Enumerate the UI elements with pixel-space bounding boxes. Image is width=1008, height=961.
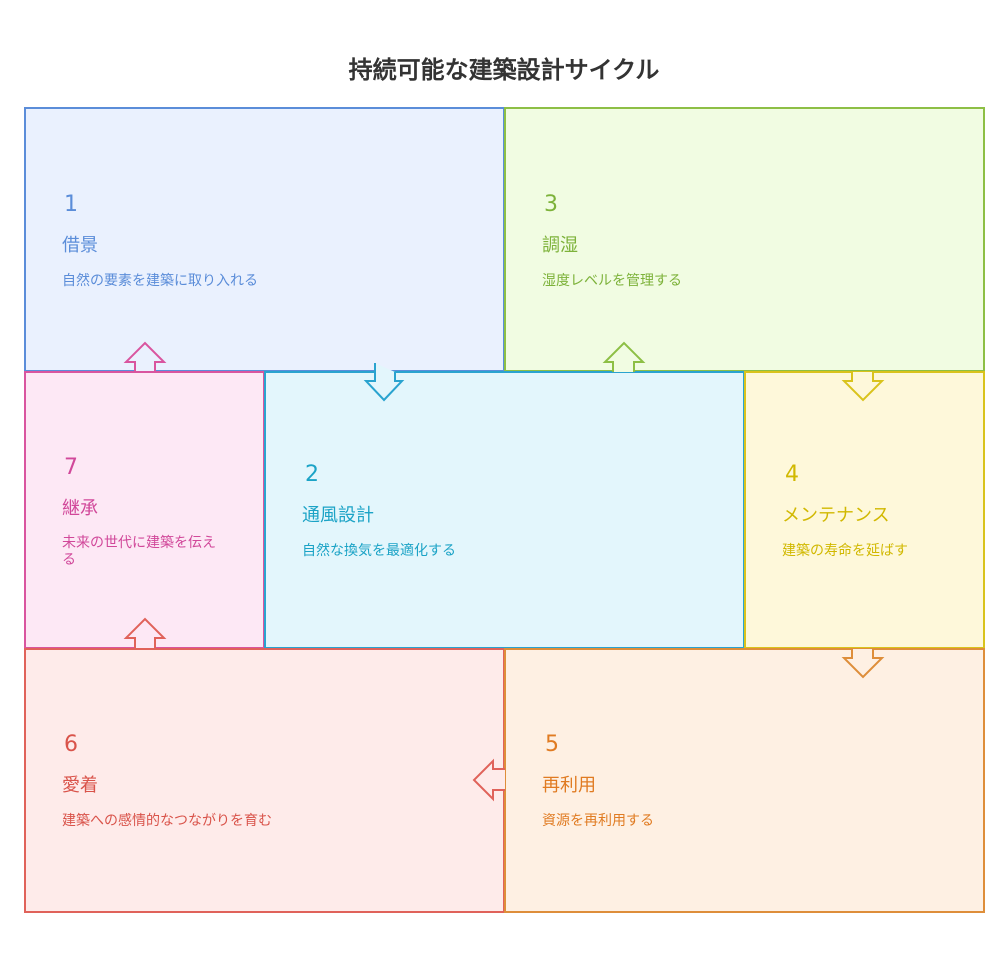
step-7-heading: 継承 [62,498,98,519]
step-5-number: 5 [545,732,559,757]
diagram-title: 持続可能な建築設計サイクル [348,56,660,84]
step-4-heading: メンテナンス [782,505,890,526]
step-2-number: 2 [305,462,319,487]
step-1-box [24,107,505,372]
step-5-box [504,648,985,913]
step-4-box [744,371,985,649]
step-6-description: 建築への感情的なつながりを育む [62,813,272,829]
step-4-description: 建築の寿命を延ばす [782,543,908,559]
step-3-heading: 調湿 [542,235,578,256]
step-3-number: 3 [544,192,558,217]
step-1-description: 自然の要素を建築に取り入れる [62,273,258,289]
step-6-heading: 愛着 [62,775,98,796]
step-7-box [24,371,265,649]
step-7-number: 7 [64,455,78,480]
step-2-heading: 通風設計 [302,505,374,526]
step-4-number: 4 [785,462,799,487]
step-3-box [504,107,985,372]
step-6-number: 6 [64,732,78,757]
step-2-description: 自然な換気を最適化する [302,543,456,559]
step-1-heading: 借景 [62,235,98,256]
step-6-box [24,648,505,913]
step-1-number: 1 [64,192,78,217]
step-3-description: 湿度レベルを管理する [542,273,682,289]
step-5-heading: 再利用 [542,775,596,796]
step-5-description: 資源を再利用する [542,813,654,829]
step-7-description: 未来の世代に建築を伝える [62,535,216,568]
